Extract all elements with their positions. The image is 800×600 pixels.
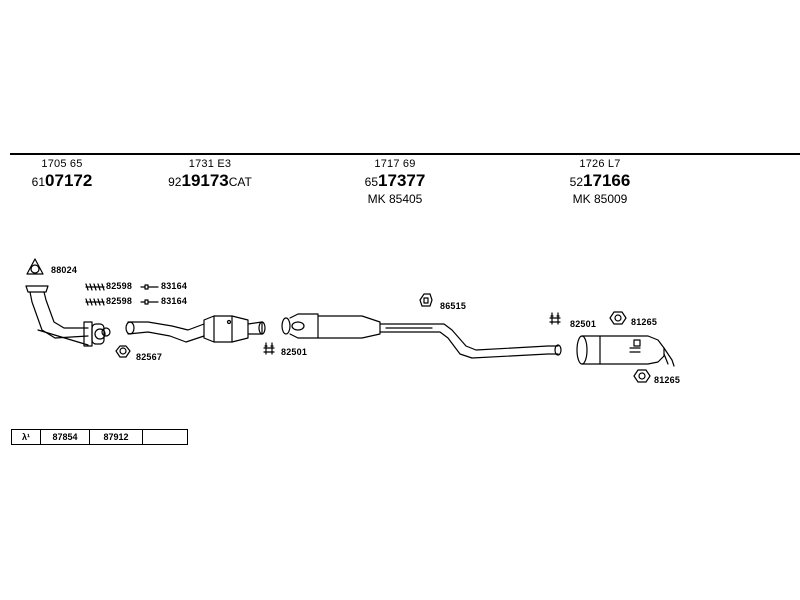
part-label[interactable]: 83164 <box>161 296 188 306</box>
part-label[interactable]: 86515 <box>440 301 467 311</box>
header-ref: 1717 69 <box>374 158 416 170</box>
rubber-mount-icon[interactable] <box>633 369 651 383</box>
part-label[interactable]: 82501 <box>281 347 308 357</box>
gasket-triangle-icon[interactable] <box>26 258 44 275</box>
clamp-icon[interactable] <box>85 283 105 291</box>
header-part-number: 9219173CAT <box>168 171 252 190</box>
header-middle-silencer[interactable]: 1717 69 6517377 MK 85405 <box>340 158 450 206</box>
header-ref: 1731 E3 <box>188 158 232 170</box>
bolt-icon[interactable] <box>140 284 159 290</box>
part-label[interactable]: 82598 <box>106 296 133 306</box>
header-catalyst[interactable]: 1731 E3 9219173CAT <box>150 158 270 191</box>
diagram-top-rule <box>10 153 800 155</box>
rear-silencer-part[interactable] <box>576 335 675 367</box>
sealing-ring-icon[interactable] <box>115 345 131 358</box>
header-rear-silencer[interactable]: 1726 L7 5217166 MK 85009 <box>545 158 655 206</box>
part-cell[interactable]: 87854 <box>41 430 90 444</box>
middle-silencer-part[interactable] <box>281 313 562 359</box>
bolt-icon[interactable] <box>140 299 159 305</box>
u-clamp-icon[interactable] <box>263 342 275 355</box>
header-mounting-kit: MK 85405 <box>367 192 423 206</box>
u-clamp-icon[interactable] <box>549 312 561 325</box>
empty-cell <box>143 430 187 444</box>
part-label[interactable]: 81265 <box>654 375 681 385</box>
part-label[interactable]: 82598 <box>106 281 133 291</box>
part-cell[interactable]: 87912 <box>90 430 143 444</box>
lambda-sensor-table: λ¹ 87854 87912 <box>11 429 188 445</box>
header-part-number: 6107172 <box>31 171 93 190</box>
header-part-number: 5217166 <box>569 171 631 190</box>
front-pipe-part[interactable] <box>25 285 111 347</box>
lambda-cell: λ¹ <box>12 430 41 444</box>
header-ref: 1705 65 <box>41 158 83 170</box>
header-ref: 1726 L7 <box>579 158 621 170</box>
part-label[interactable]: 82567 <box>136 352 163 362</box>
rubber-mount-icon[interactable] <box>419 293 433 307</box>
header-front-pipe[interactable]: 1705 65 6107172 <box>16 158 108 191</box>
part-label[interactable]: 81265 <box>631 317 658 327</box>
rubber-mount-icon[interactable] <box>609 311 627 325</box>
catalyst-part[interactable] <box>125 315 266 343</box>
header-part-number: 6517377 <box>364 171 426 190</box>
part-label[interactable]: 82501 <box>570 319 597 329</box>
clamp-icon[interactable] <box>85 298 105 306</box>
part-label[interactable]: 83164 <box>161 281 188 291</box>
part-label[interactable]: 88024 <box>51 265 78 275</box>
header-mounting-kit: MK 85009 <box>572 192 628 206</box>
